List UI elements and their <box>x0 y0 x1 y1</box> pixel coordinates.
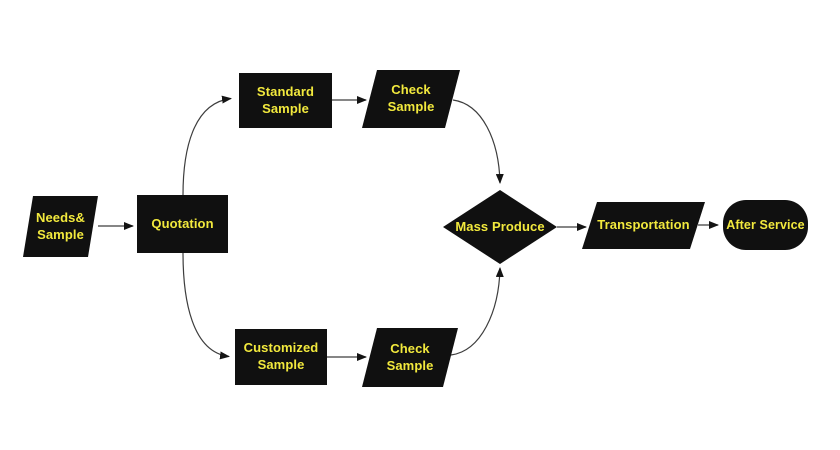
node-check-sample-top-label: Check Sample <box>387 82 435 114</box>
node-after-service: After Service <box>723 200 808 250</box>
node-standard-sample: Standard Sample <box>239 73 332 128</box>
edge-check-sample-top-to-mass-produce <box>452 99 504 184</box>
node-quotation: Quotation <box>137 195 228 253</box>
node-quotation-label: Quotation <box>151 215 214 231</box>
node-transportation: Transportation <box>582 202 705 249</box>
edge-quotation-to-customized-sample <box>182 252 230 360</box>
edge-check-sample-bottom-to-mass-produce <box>450 267 504 356</box>
node-customized-sample-label: Customized Sample <box>243 340 319 372</box>
node-standard-sample-label: Standard Sample <box>256 83 315 116</box>
node-after-service-label: After Service <box>726 218 805 232</box>
node-customized-sample: Customized Sample <box>235 329 327 385</box>
edge-quotation-to-standard-sample <box>182 95 232 196</box>
node-transportation-label: Transportation <box>597 217 690 233</box>
node-check-sample-bottom-label: Check Sample <box>386 340 434 373</box>
node-mass-produce-label: Mass Produce <box>455 218 545 234</box>
node-check-sample-bottom: Check Sample <box>362 328 458 387</box>
node-check-sample-top: Check Sample <box>362 70 460 128</box>
node-needs-sample-label: Needs& Sample <box>35 209 85 242</box>
node-needs-sample: Needs& Sample <box>23 196 98 257</box>
